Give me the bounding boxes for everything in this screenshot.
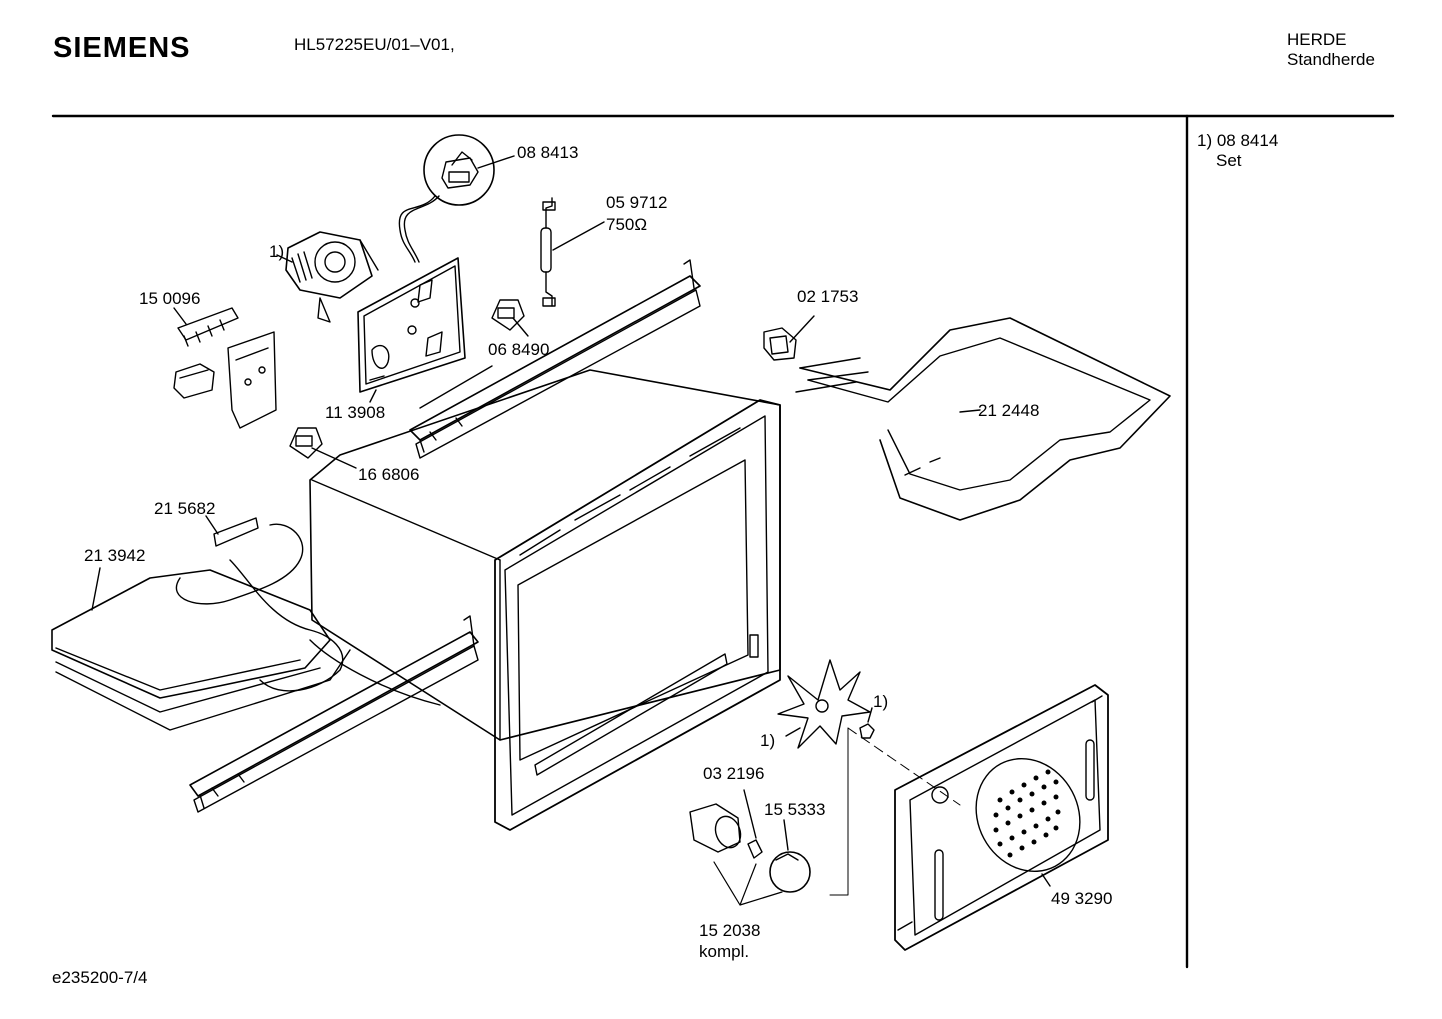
fan-grille-holes [993,769,1061,858]
thermostat-166806 [290,428,322,458]
connector-021753 [764,328,796,360]
fan-blade [778,660,870,748]
label-493290: 49 3290 [1051,889,1113,908]
lower-side-rail [190,616,478,812]
label-footnote-fan: 1) [760,731,776,750]
brand-logo: SIEMENS [53,32,191,64]
label-750ohm: 750Ω [606,215,648,234]
label-032196: 03 2196 [703,764,765,783]
label-155333: 15 5333 [764,800,826,819]
subcategory: Standherde [1287,50,1375,69]
assembly-axis [848,728,960,805]
label-150096: 15 0096 [139,289,201,308]
terminal-block-150096 [174,308,276,428]
lamp-housing-032196 [690,804,762,858]
oven-front-frame [495,400,780,830]
thermal-fuse-059712 [541,198,555,306]
label-footnote-nut: 1) [873,692,889,711]
footnote-line-2: Set [1216,151,1242,170]
label-088413: 08 8413 [517,143,579,162]
label-213942: 21 3942 [84,546,146,565]
model-number: HL57225EU/01–V01, [294,35,455,54]
drawing-code: e235200-7/4 [52,968,148,987]
category-block: HERDE Standherde [1287,30,1375,70]
thermostat-068490 [492,300,524,330]
label-212448: 21 2448 [978,401,1040,420]
bottom-heater-insulation-213942 [52,524,440,730]
label-021753: 02 1753 [797,287,859,306]
fan-nut [860,724,874,738]
label-152038: 15 2038 [699,921,761,940]
footnote-legend: 1) 08 8414 Set [1197,131,1278,171]
insulation-clip-215682 [214,518,258,546]
label-kompl: kompl. [699,942,750,961]
top-heating-element-212448 [796,318,1170,520]
label-166806: 16 6806 [358,465,420,484]
lamp-cover-155333 [770,852,810,892]
rear-panel-493290 [895,685,1108,950]
label-068490: 06 8490 [488,340,550,359]
fan-motor [286,232,378,322]
upper-side-rail [410,260,700,458]
category: HERDE [1287,30,1347,49]
thermostat-088413 [399,135,494,262]
kit-pointer [714,862,782,905]
label-footnote-motor: 1) [269,242,285,261]
label-059712: 05 9712 [606,193,668,212]
footnote-line-1: 1) 08 8414 [1197,131,1279,150]
switch-plate-113908 [358,258,465,392]
label-113908: 11 3908 [325,403,386,422]
label-215682: 21 5682 [154,499,216,518]
